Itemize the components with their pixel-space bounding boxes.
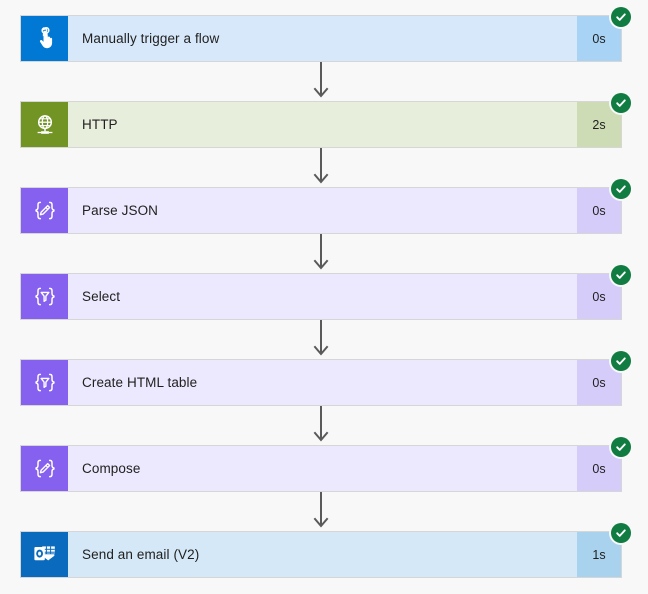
outlook-icon (21, 532, 68, 577)
globe-network-icon (21, 102, 68, 147)
status-success-check-icon (611, 179, 631, 199)
connector-arrow (311, 320, 331, 359)
connector-arrow (311, 62, 331, 101)
flow-step-card-select[interactable]: Select 0s (20, 265, 631, 320)
status-success-check-icon (611, 265, 631, 285)
braces-funnel-icon (21, 360, 68, 405)
flow-step-card-parse-json[interactable]: Parse JSON 0s (20, 179, 631, 234)
flow-step-label: Create HTML table (82, 375, 198, 390)
flow-step-label: Manually trigger a flow (82, 31, 220, 46)
flow-step-label: HTTP (82, 117, 118, 132)
flow-step-label: Send an email (V2) (82, 547, 200, 562)
flow-step-card-send-an-email-v2[interactable]: Send an email (V2)1s (20, 523, 631, 578)
connector-arrow (311, 234, 331, 273)
flow-step-label: Compose (82, 461, 141, 476)
braces-pencil-icon (21, 188, 68, 233)
flow-step-duration: 0s (577, 188, 621, 233)
status-success-check-icon (611, 523, 631, 543)
touch-hand-icon (21, 16, 68, 61)
connector-arrow (311, 406, 331, 445)
connector-arrow (311, 148, 331, 187)
status-success-check-icon (611, 7, 631, 27)
flow-step-duration: 0s (577, 274, 621, 319)
status-success-check-icon (611, 93, 631, 113)
flow-step-label: Parse JSON (82, 203, 159, 218)
status-success-check-icon (611, 351, 631, 371)
braces-funnel-icon (21, 274, 68, 319)
connector-arrow (311, 492, 331, 531)
braces-pencil-icon (21, 446, 68, 491)
status-success-check-icon (611, 437, 631, 457)
flow-step-label: Select (82, 289, 121, 304)
